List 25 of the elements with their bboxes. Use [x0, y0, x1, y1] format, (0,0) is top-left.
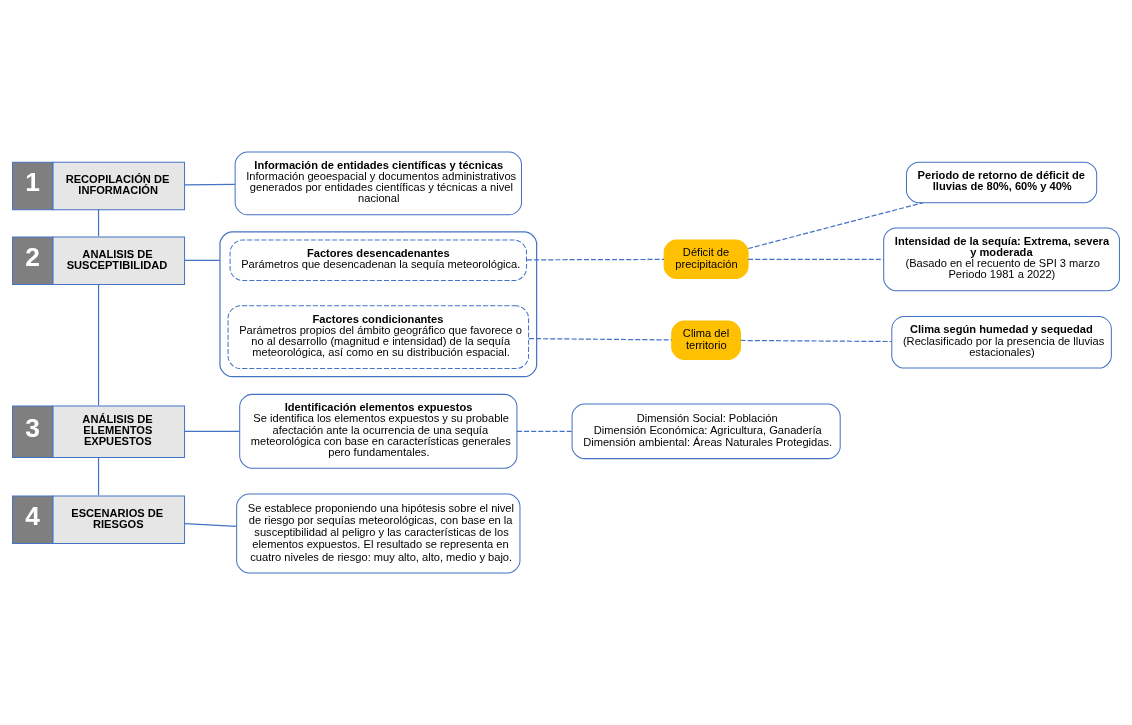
node-box: Clima según humedad y sequedad (Reclasificado por la presencia de lluvias estacionales) [891, 315, 1112, 369]
node-box: Periodo de retorno de déficit de lluvias de 80%, 60% y 40% [905, 161, 1098, 204]
connector [184, 430, 241, 432]
node-box: Factores condicionantes Parámetros propios del ámbito geográfico que favorece o no al desarrollo (magnitud e intensidad) de la sequía meteorológica, así como en su distribución espacial. [227, 305, 530, 370]
node-box: Identificación elementos expuestos Se identifica los elementos expuestos y su probable afectación ante la ocurrencia de una sequía meteorológica con base en características generales pero fundamentales. [239, 393, 518, 469]
connector [97, 283, 100, 406]
connector [184, 259, 221, 261]
connector [740, 339, 893, 343]
node-box: Intensidad de la sequía: Extrema, severa y moderada (Basado en el recuento de SPI 3 marzo Periodo 1981 a 2022) [883, 227, 1120, 292]
connector [184, 183, 236, 186]
connector [184, 523, 238, 527]
connector [747, 258, 885, 260]
connector [97, 208, 100, 237]
connector [516, 430, 573, 432]
connector [97, 456, 100, 496]
node-box: Déficit de precipitación [663, 239, 749, 280]
connector [747, 202, 924, 250]
node-box: Clima del territorio [671, 320, 742, 360]
node-box: Información de entidades científicas y técnicas Información geoespacial y documentos administrativos generados por entidades científicas y técnicas a nivel nacional [234, 151, 522, 216]
node-box: Factores desencadenantes Parámetros que desencadenan la sequía meteorológica. [229, 239, 528, 282]
node-box: Se establece proponiendo una hipótesis sobre el nivel de riesgo por sequías meteorológicas, con base en la susceptibilidad al peligro y las características de los elementos expuestos. El resultado se representa en cuatro niveles de riesgo: muy alto, alto, medio y bajo. [236, 493, 521, 574]
connector [528, 338, 673, 341]
node-box: Dimensión Social: Población Dimensión Económica: Agricultura, Ganadería Dimensión ambiental: Áreas Naturales Protegidas. [571, 403, 841, 460]
connector [526, 258, 665, 261]
cluster [219, 231, 538, 378]
